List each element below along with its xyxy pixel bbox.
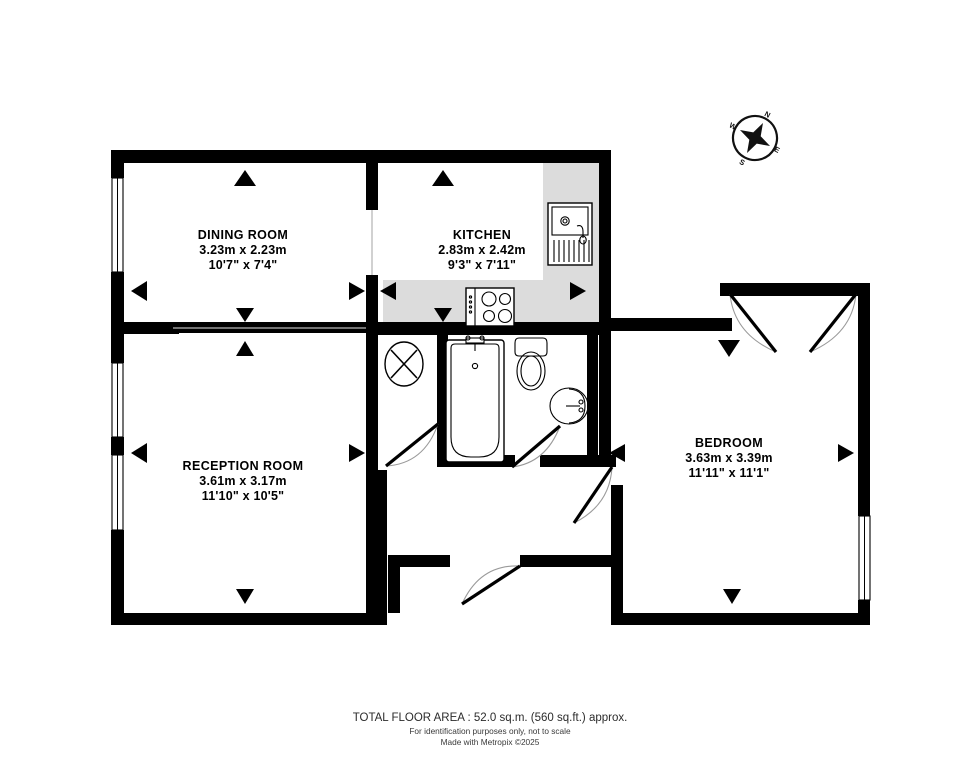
door-bedroom-wardrobe-right: [808, 293, 858, 353]
total-floor-area-text: TOTAL FLOOR AREA : 52.0 sq.m. (560 sq.ft…: [353, 712, 628, 724]
door-bedroom-hall: [572, 466, 614, 524]
window-reception-left-lower: [111, 454, 124, 531]
bedroom-imperial: 11'11" x 11'1": [688, 466, 769, 480]
hall-circular-fitting-icon: [384, 341, 424, 387]
door-bathroom-right: [510, 424, 562, 469]
windows: [111, 177, 871, 601]
kitchen-metric: 2.83m x 2.42m: [438, 243, 525, 257]
floor-fills: [111, 150, 870, 625]
credit-text: Made with Metropix ©2025: [441, 737, 540, 747]
dining-room-metric: 3.23m x 2.23m: [199, 243, 286, 257]
kitchen-imperial: 9'3" x 7'11": [448, 258, 516, 272]
bathroom-bathtub: [445, 335, 505, 463]
kitchen-sink: [547, 202, 593, 266]
reception-room-imperial: 11'10" x 10'5": [202, 489, 284, 503]
door-hall-entry: [461, 564, 521, 606]
reception-room-name: RECEPTION ROOM: [183, 459, 304, 473]
opening-guides: [173, 210, 373, 329]
room-label-bedroom: BEDROOM 3.63m x 3.39m 11'11" x 11'1": [685, 436, 772, 480]
kitchen-name: KITCHEN: [453, 228, 511, 242]
room-labels: DINING ROOM 3.23m x 2.23m 10'7" x 7'4" K…: [183, 228, 773, 503]
bedroom-metric: 3.63m x 3.39m: [685, 451, 772, 465]
compass-rose: N E S W: [728, 109, 782, 167]
bathroom-toilet: [514, 337, 548, 391]
compass-south-label: S: [738, 157, 747, 167]
window-bedroom-right: [858, 515, 871, 601]
compass-east-label: E: [773, 145, 782, 155]
kitchen-hob: [465, 287, 515, 327]
compass-west-label: W: [728, 121, 739, 133]
disclaimer-text: For identification purposes only, not to…: [409, 726, 571, 736]
reception-room-metric: 3.61m x 3.17m: [199, 474, 286, 488]
window-dining-left: [111, 177, 124, 273]
door-bedroom-wardrobe-left: [728, 293, 778, 353]
footer-block: TOTAL FLOOR AREA : 52.0 sq.m. (560 sq.ft…: [353, 712, 628, 747]
view-direction-arrows: [131, 170, 854, 604]
window-reception-left-upper: [111, 362, 124, 438]
dining-room-imperial: 10'7" x 7'4": [209, 258, 278, 272]
room-label-kitchen: KITCHEN 2.83m x 2.42m 9'3" x 7'11": [438, 228, 525, 272]
dining-room-name: DINING ROOM: [198, 228, 289, 242]
room-label-reception-room: RECEPTION ROOM 3.61m x 3.17m 11'10" x 10…: [183, 459, 304, 503]
door-bathroom-left: [384, 422, 440, 468]
bathroom-basin: [549, 387, 589, 425]
room-label-dining-room: DINING ROOM 3.23m x 2.23m 10'7" x 7'4": [198, 228, 289, 272]
doors: [384, 293, 858, 606]
bedroom-name: BEDROOM: [695, 436, 763, 450]
compass-north-label: N: [763, 109, 772, 119]
exterior-walls: [111, 150, 870, 625]
